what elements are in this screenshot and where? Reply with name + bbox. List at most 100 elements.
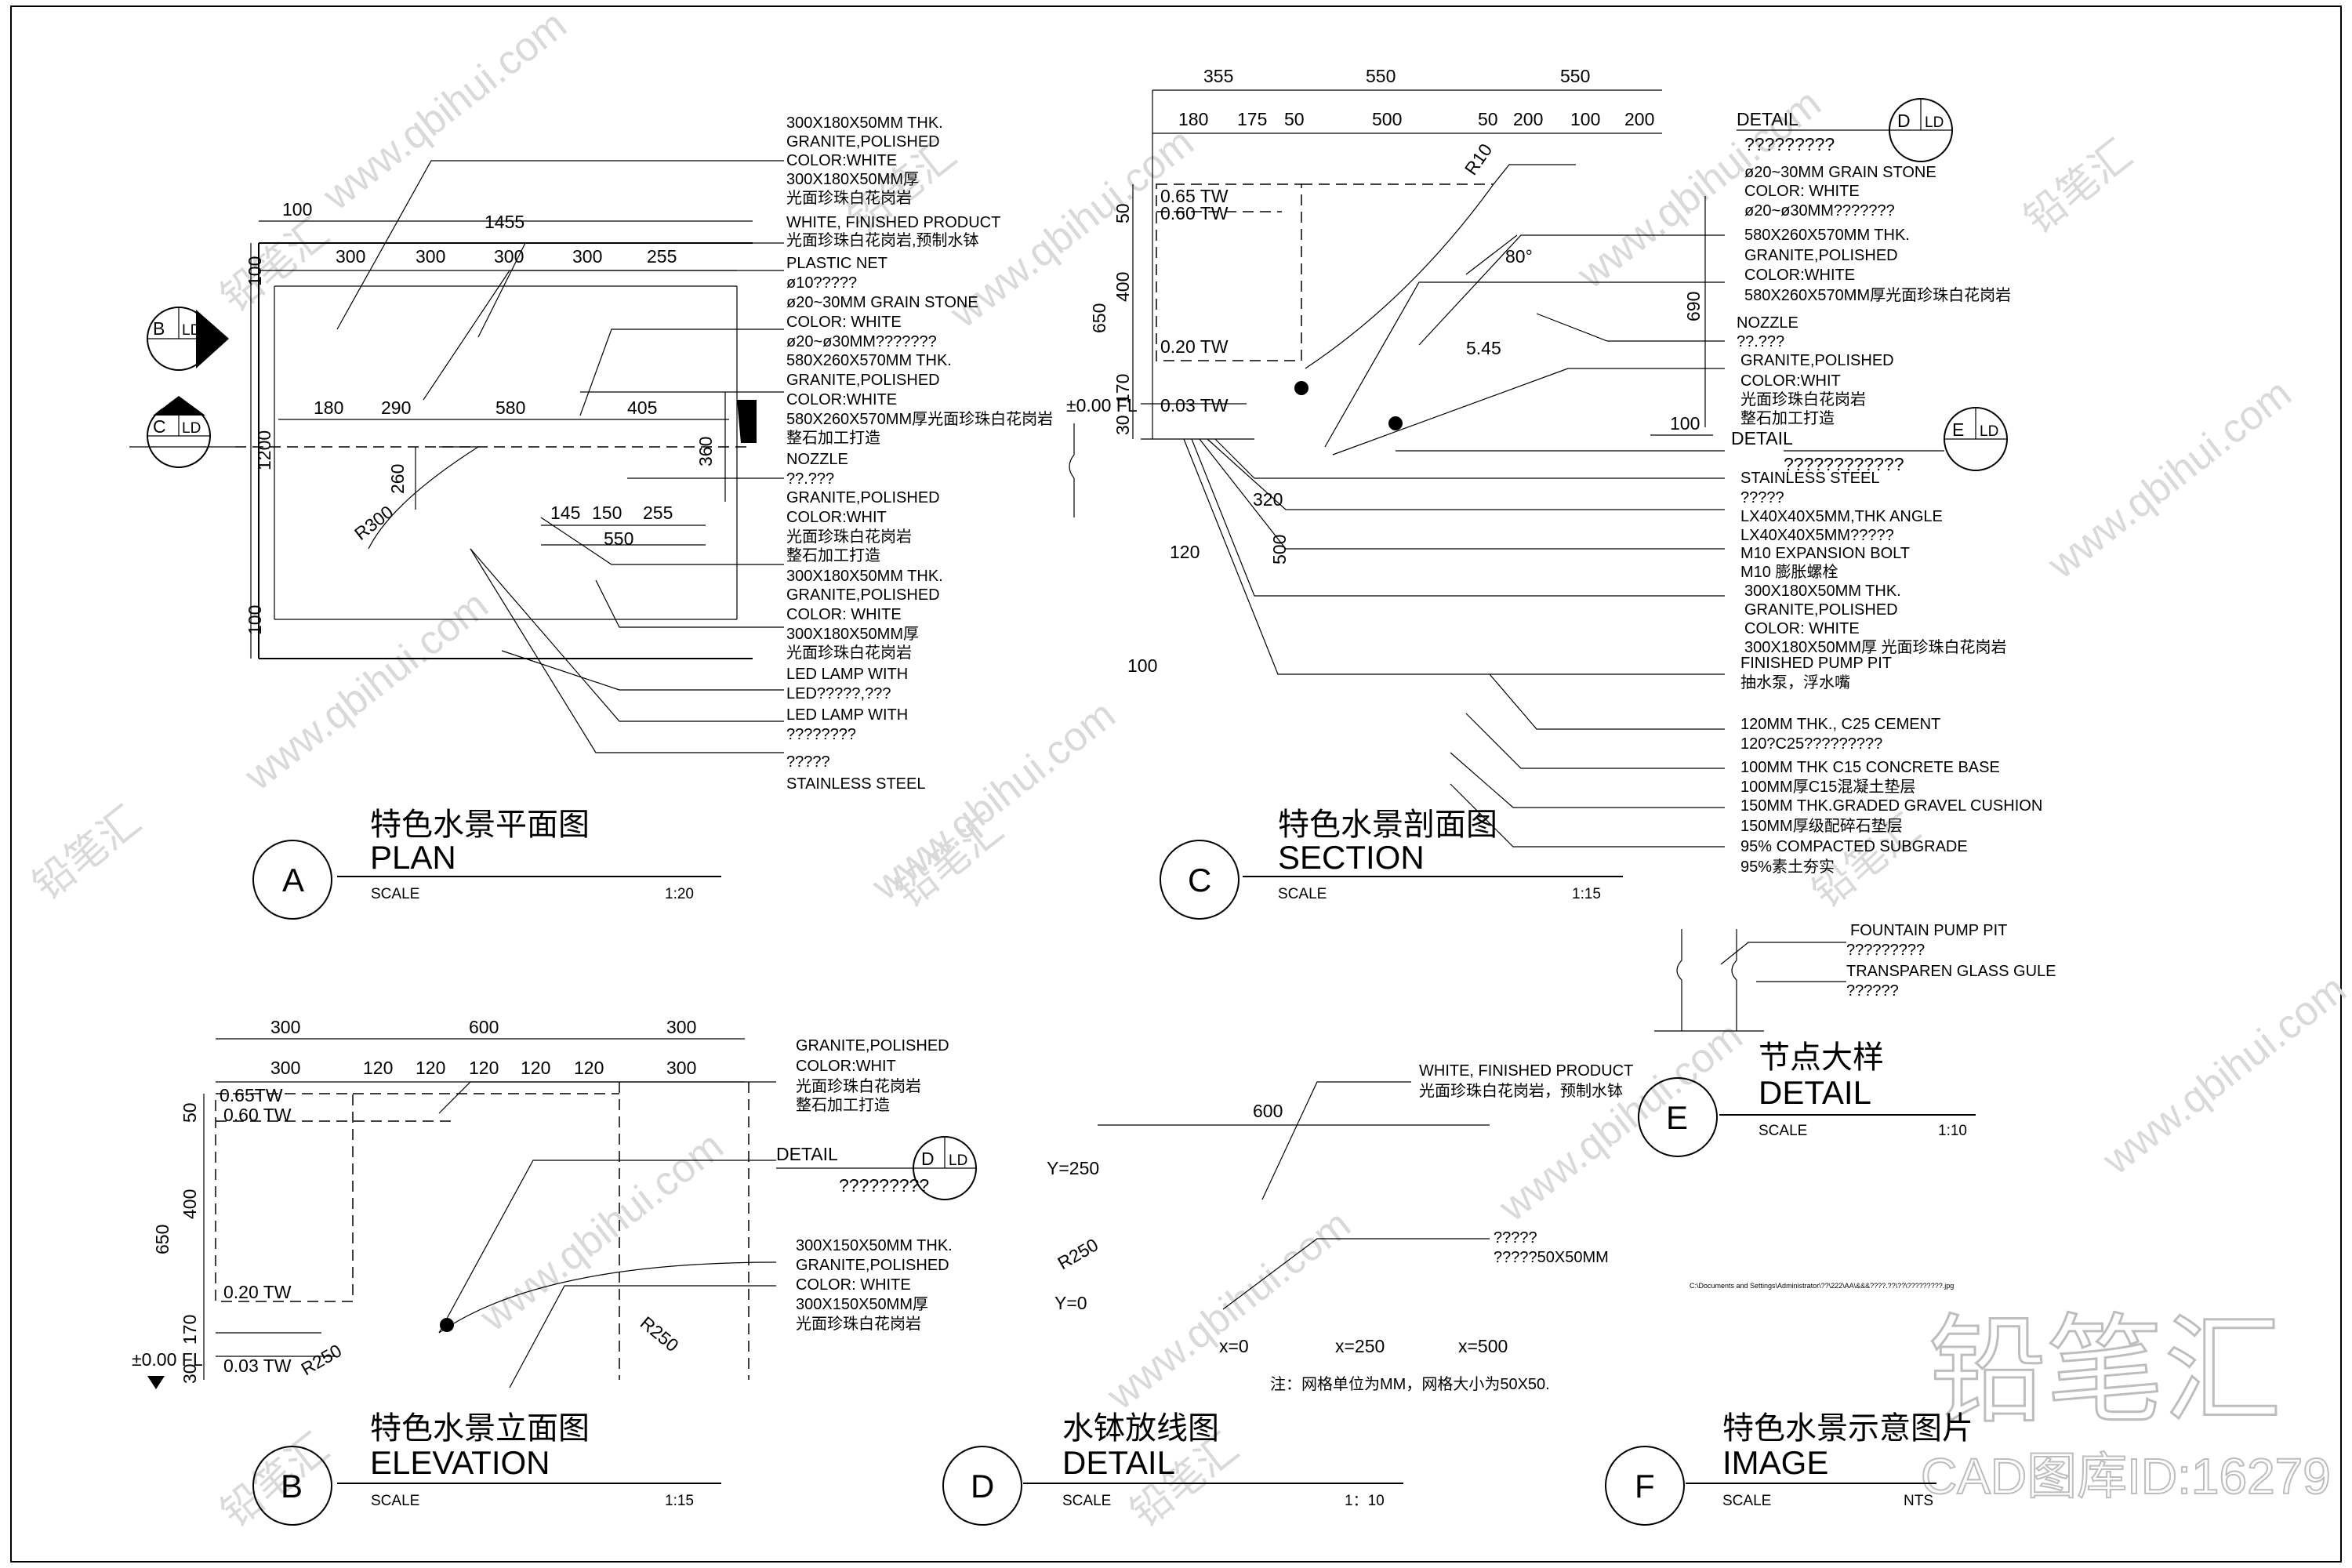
note-text: ø20~30MM GRAIN STONE: [1744, 164, 1936, 181]
note-text: 580X260X570MM THK.: [1744, 227, 1910, 244]
watermark-brand: 铅笔汇: [213, 1425, 338, 1537]
note-text: 光面珍珠白花岗岩,预制水钵: [786, 231, 979, 249]
drawing-badge: E: [1666, 1099, 1688, 1136]
dimension-label: 120: [363, 1058, 393, 1078]
watermark-brand: 铅笔汇: [213, 210, 338, 321]
note-text: 300X180X50MM THK.: [786, 568, 943, 585]
note-text: FOUNTAIN PUMP PIT: [1850, 922, 2007, 939]
dimension-label: 550: [1560, 66, 1590, 86]
drawing-title-cn: 特色水景立面图: [370, 1411, 590, 1446]
level-label: ±0.00 FL: [132, 1349, 203, 1370]
section-marker-c: C LD: [129, 396, 235, 468]
note-text: 整石加工打造: [786, 429, 880, 447]
dimension-label: R300: [350, 502, 397, 544]
svg-text:?????????: ?????????: [1744, 134, 1835, 154]
svg-text:E: E: [1952, 419, 1964, 440]
note-text: ??.???: [786, 470, 834, 488]
detail-e: FOUNTAIN PUMP PIT ????????? TRANSPAREN G…: [1638, 922, 2056, 1157]
watermark-logo: 铅笔汇: [1929, 1305, 2281, 1436]
watermark-text: www.qbihui.com: [236, 582, 497, 800]
note-text: GRANITE,POLISHED: [1744, 247, 1898, 264]
dimension-label: 120: [1170, 542, 1200, 562]
watermark-text: www.qbihui.com: [2039, 370, 2300, 588]
drawing-title-cn: 特色水景平面图: [370, 808, 590, 842]
grid-label: R250: [1054, 1234, 1102, 1273]
dimension-label: 690: [1683, 292, 1704, 321]
dimension-label: 100: [245, 256, 265, 286]
svg-text:LD: LD: [1980, 423, 1998, 440]
dimension-label: 120: [521, 1058, 550, 1078]
watermark-text: www.qbihui.com: [314, 2, 575, 220]
note-text: 整石加工打造: [786, 546, 880, 564]
note-text: 95% COMPACTED SUBGRADE: [1740, 838, 1968, 855]
svg-text:DETAIL: DETAIL: [1731, 428, 1793, 448]
level-label: 0.03 TW: [223, 1356, 292, 1376]
note-text: GRANITE,POLISHED: [1740, 352, 1894, 369]
dimension-label: 1455: [485, 212, 524, 232]
note-text: 光面珍珠白花岗岩: [1740, 390, 1866, 408]
dimension-label: 400: [180, 1189, 200, 1219]
note-text: LED?????,???: [786, 685, 891, 702]
dimension-label: 550: [604, 528, 633, 549]
level-label: 0.65 TW: [1160, 186, 1229, 206]
svg-text:C: C: [153, 416, 166, 437]
note-text: TRANSPAREN GLASS GULE: [1846, 963, 2056, 980]
svg-text:DETAIL: DETAIL: [776, 1144, 838, 1164]
drawing-title-en: PLAN: [370, 839, 456, 876]
dimension-label: 300: [572, 246, 602, 267]
dimension-label: 300: [270, 1058, 300, 1078]
scale-label: SCALE: [371, 886, 419, 902]
note-text: NOZZLE: [1737, 314, 1798, 332]
note-text: 300X180X50MM厚: [786, 171, 919, 188]
dimension-label: 360: [695, 437, 716, 466]
note-text: ??????: [1846, 982, 1899, 1000]
svg-text:LD: LD: [1925, 114, 1944, 131]
note-text: ??.???: [1737, 333, 1784, 350]
grid-label: 600: [1253, 1101, 1283, 1121]
note-text: COLOR: WHITE: [796, 1276, 911, 1294]
dimension-label: 120: [574, 1058, 604, 1078]
section-marker-b: B LD: [147, 307, 229, 371]
svg-text:????????????: ????????????: [1784, 454, 1904, 474]
note-text: 580X260X570MM厚光面珍珠白花岗岩: [786, 410, 1053, 428]
svg-text:LD: LD: [182, 322, 201, 339]
note-text: ?????: [1494, 1229, 1537, 1247]
section-notes-upper: ø20~30MM GRAIN STONE COLOR: WHITE ø20~ø3…: [1737, 164, 2011, 427]
dimension-label: 650: [152, 1225, 172, 1254]
note-text: ø20~ø30MM???????: [1744, 202, 1895, 220]
dimension-label: 550: [1366, 66, 1396, 86]
level-label: 0.60 TW: [1160, 203, 1229, 223]
note-text: WHITE, FINISHED PRODUCT: [786, 214, 1000, 231]
note-text: 580X260X570MM厚光面珍珠白花岗岩: [1744, 286, 2011, 304]
note-text: 120?C25?????????: [1740, 735, 1882, 753]
dimension-label: 1200: [254, 430, 274, 470]
dimension-label: 180: [1178, 109, 1208, 129]
drawing-title-cn: 水钵放线图: [1062, 1411, 1219, 1446]
level-label: 0.03 TW: [1160, 395, 1229, 416]
drawing-title-en: ELEVATION: [370, 1444, 550, 1481]
note-text: 抽水泵，浮水嘴: [1740, 673, 1850, 691]
note-text: 光面珍珠白花岗岩: [786, 189, 912, 207]
note-text: 光面珍珠白花岗岩: [796, 1077, 921, 1095]
dimension-label: 120: [469, 1058, 499, 1078]
dimension-label: 600: [469, 1017, 499, 1037]
scale-value: 1:20: [665, 886, 694, 902]
scale-value: NTS: [1904, 1493, 1933, 1509]
scale-value: 1:10: [1938, 1123, 1967, 1139]
note-text: ø20~30MM GRAIN STONE: [786, 294, 978, 311]
level-label: 0.65TW: [220, 1085, 283, 1105]
dimension-label: 260: [387, 464, 408, 494]
dimension-label: 300: [666, 1017, 696, 1037]
dimension-label: 255: [647, 246, 677, 267]
svg-text:D: D: [921, 1149, 935, 1169]
grid-label: Y=0: [1054, 1293, 1087, 1313]
note-text: 300X150X50MM厚: [796, 1296, 928, 1313]
note-text: 100MM厚C15混凝土垫层: [1740, 778, 1915, 796]
note-text: GRANITE,POLISHED: [1744, 601, 1898, 619]
drawing-title-cn: 特色水景示意图片: [1722, 1411, 1973, 1446]
svg-text:B: B: [153, 318, 165, 339]
dimension-label: 170: [1112, 374, 1133, 404]
level-label: 0.20 TW: [223, 1282, 292, 1302]
note-text: 整石加工打造: [1740, 409, 1835, 427]
nozzle-dot: [1388, 416, 1403, 430]
